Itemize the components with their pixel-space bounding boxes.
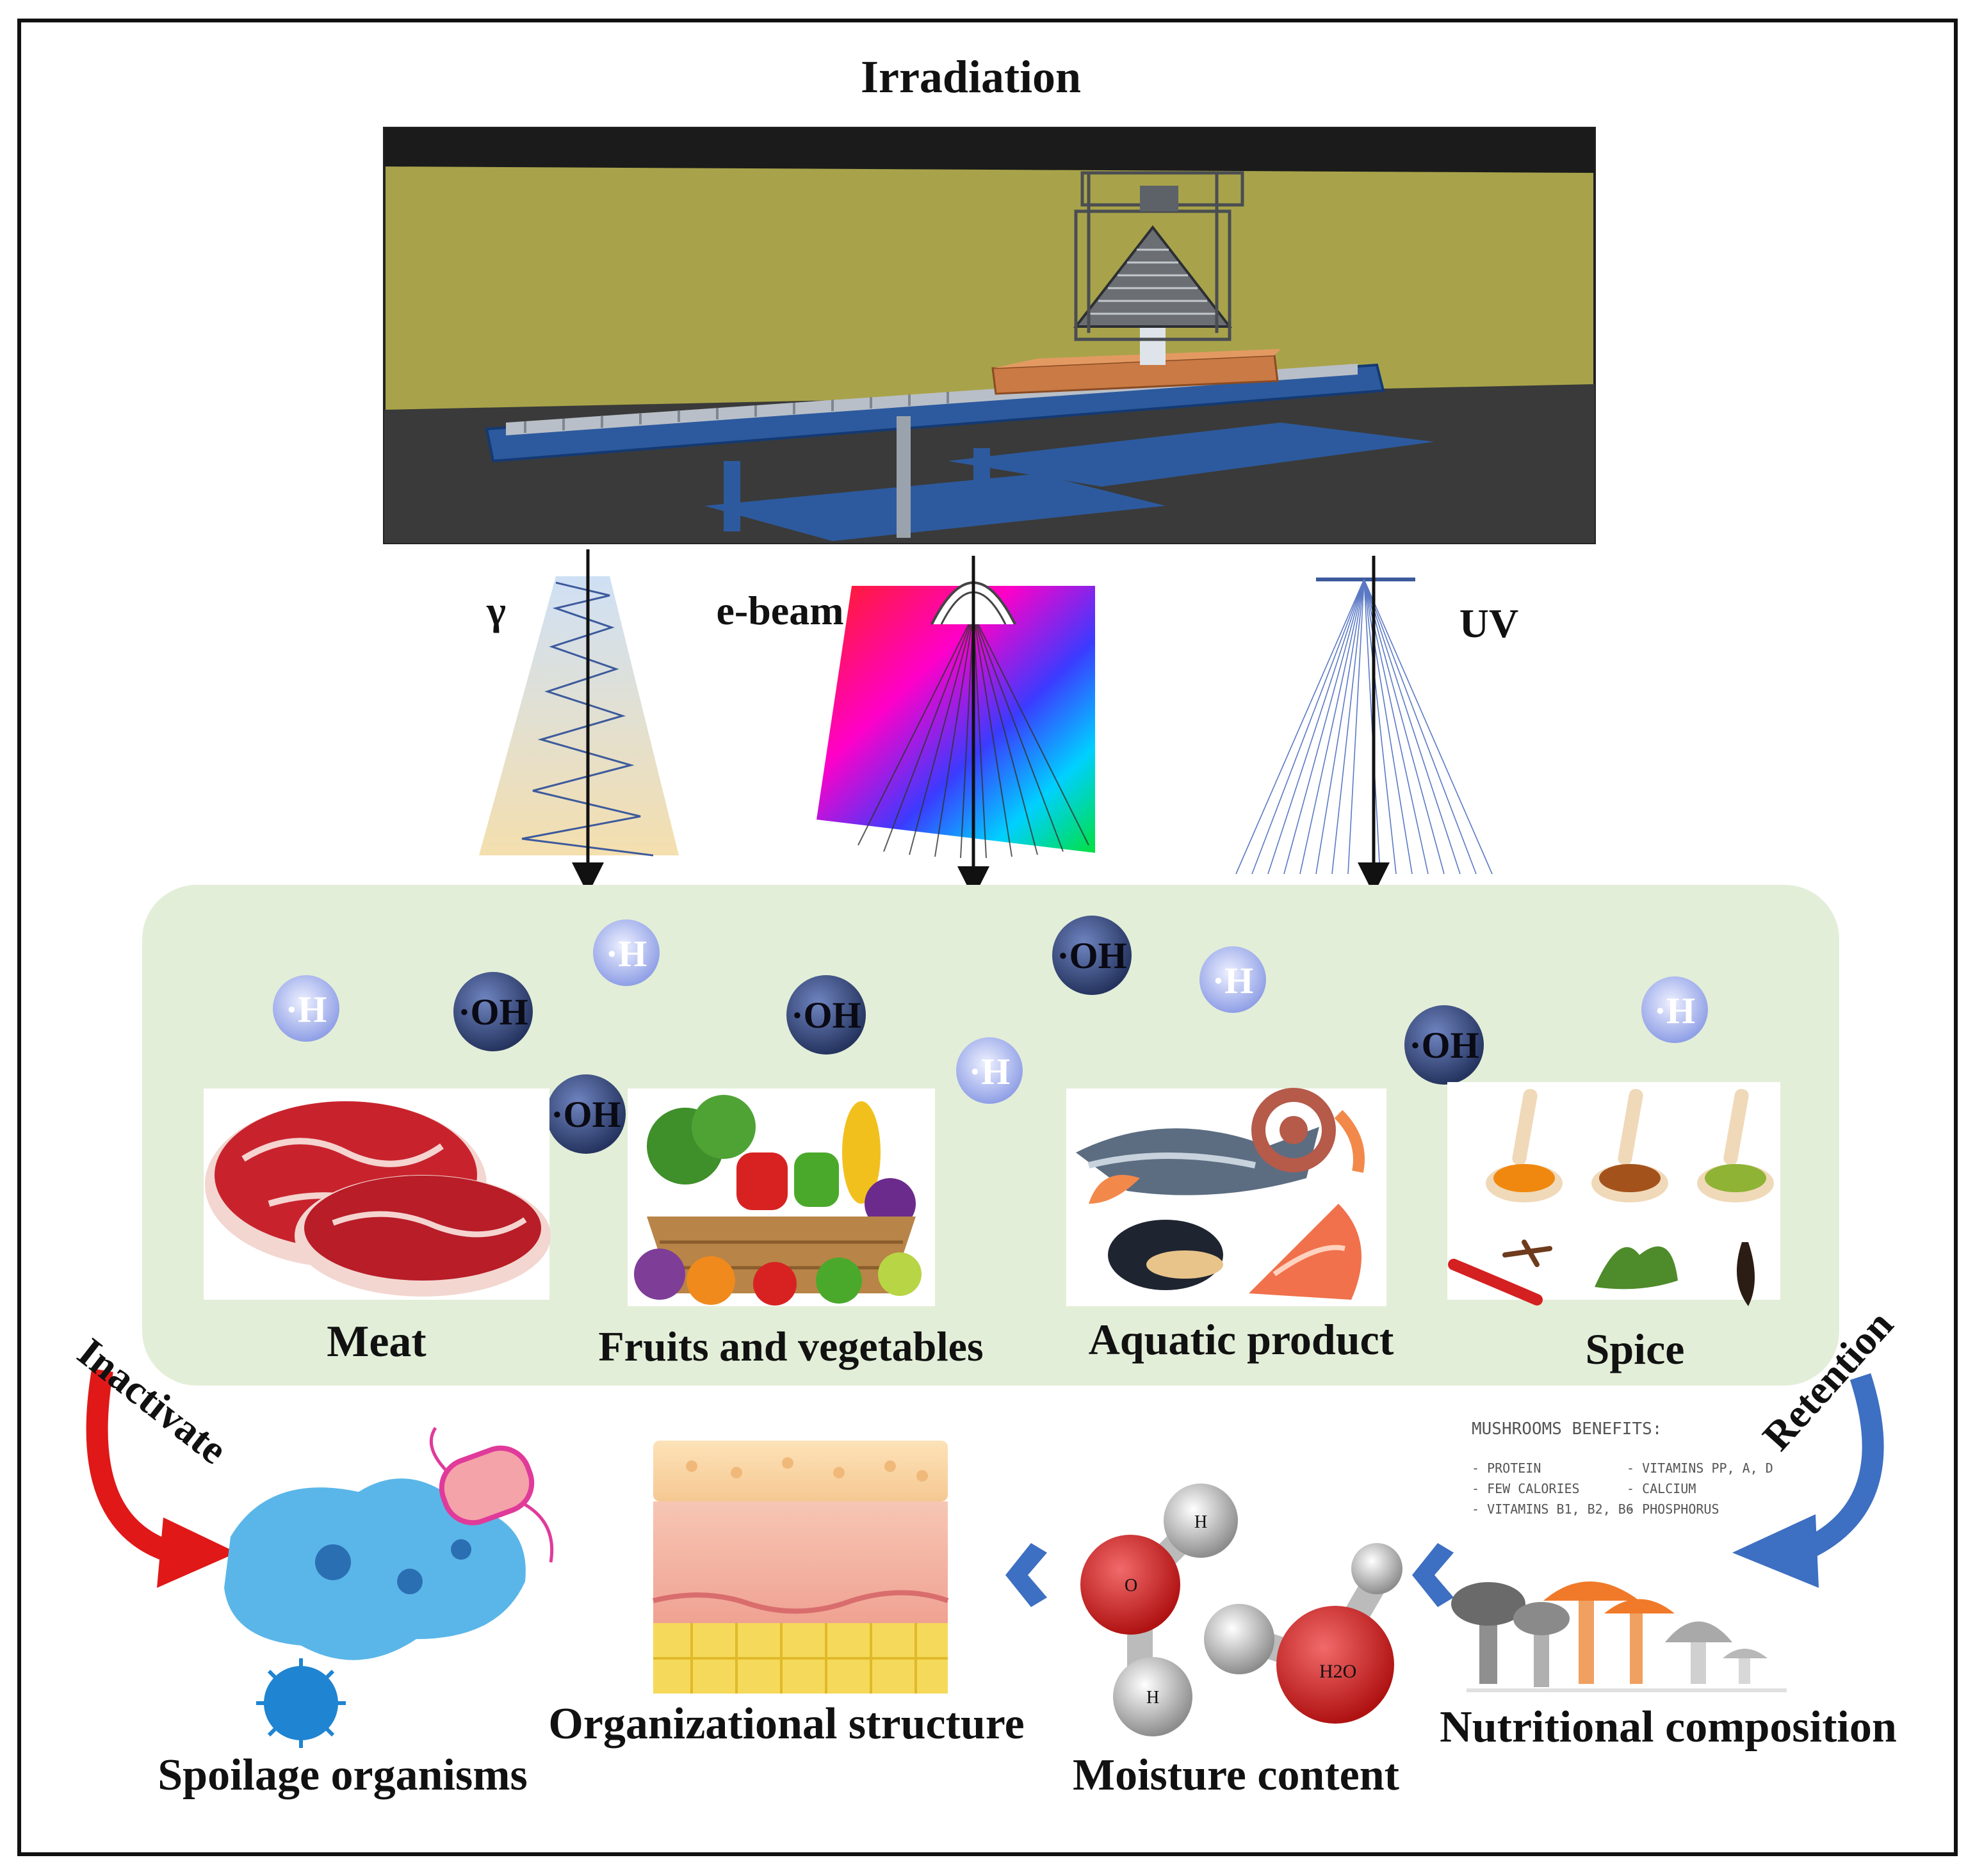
food-panel <box>142 885 1839 1386</box>
svg-text:- PHOSPHORUS: - PHOSPHORUS <box>1627 1501 1719 1517</box>
irradiation-facility-image <box>383 127 1596 544</box>
h-radical: ·H <box>1199 946 1266 1013</box>
svg-text:·H: ·H <box>286 989 327 1030</box>
svg-text:·OH: ·OH <box>791 994 861 1036</box>
svg-text:·OH: ·OH <box>551 1094 621 1135</box>
oh-radical: ·OH <box>546 1074 626 1154</box>
spoilage-organisms-image <box>224 1427 554 1748</box>
svg-text:- VITAMINS PP, A, D: - VITAMINS PP, A, D <box>1627 1460 1773 1476</box>
nutrition-card-heading: MUSHROOMS BENEFITS: <box>1472 1419 1662 1439</box>
moisture-content-label: Moisture content <box>1073 1751 1399 1800</box>
svg-text:- CALCIUM: - CALCIUM <box>1627 1481 1696 1496</box>
svg-text:·H: ·H <box>1212 960 1253 1001</box>
svg-text:O: O <box>1125 1576 1137 1596</box>
svg-text:- FEW CALORIES: - FEW CALORIES <box>1472 1481 1580 1496</box>
spoilage-organisms-label: Spoilage organisms <box>158 1751 528 1800</box>
diagram-title: Irradiation <box>861 51 1081 102</box>
svg-text:H2O: H2O <box>1319 1661 1356 1682</box>
aquatic-product-label: Aquatic product <box>1089 1315 1394 1364</box>
meat-label: Meat <box>327 1317 426 1366</box>
nutrition-card-image: MUSHROOMS BENEFITS: - PROTEIN - FEW CALO… <box>1451 1409 1787 1697</box>
aquatic-product-image <box>1066 1088 1386 1306</box>
ebeam-graphic <box>817 556 1095 898</box>
fruits-vegetables-label: Fruits and vegetables <box>598 1323 983 1370</box>
svg-text:- PROTEIN: - PROTEIN <box>1472 1460 1541 1476</box>
inactivate-arrow <box>86 1368 237 1588</box>
h-radical: ·H <box>593 919 660 986</box>
gamma-label: γ <box>486 588 506 633</box>
svg-text:·OH: ·OH <box>1057 935 1127 976</box>
svg-text:- VITAMINS B1, B2, B6: - VITAMINS B1, B2, B6 <box>1472 1501 1634 1517</box>
svg-text:·OH: ·OH <box>1409 1024 1479 1066</box>
meat-image <box>204 1088 551 1300</box>
h-radical: ·H <box>956 1037 1023 1104</box>
water-molecule-image: O H H H2O <box>1080 1484 1402 1736</box>
svg-text:H: H <box>1194 1512 1207 1532</box>
chevron-left-icon <box>1412 1543 1454 1607</box>
oh-radical: ·OH <box>786 975 866 1055</box>
oh-radical: ·OH <box>1052 916 1132 995</box>
oh-radical: ·OH <box>1404 1005 1484 1085</box>
outer-frame <box>17 19 1958 1856</box>
uv-label: UV <box>1459 601 1518 646</box>
retention-arrow <box>1732 1373 1884 1588</box>
uv-graphic <box>1235 556 1493 894</box>
svg-text:·H: ·H <box>1654 990 1695 1031</box>
svg-text:·H: ·H <box>606 933 647 974</box>
nutritional-composition-label: Nutritional composition <box>1440 1702 1897 1752</box>
fruits-vegetables-image <box>628 1088 935 1306</box>
chevron-left-icon <box>1005 1543 1047 1607</box>
h-radical: ·H <box>273 975 339 1042</box>
organizational-structure-label: Organizational structure <box>548 1699 1024 1749</box>
oh-radical: ·OH <box>453 972 533 1051</box>
svg-text:H: H <box>1146 1688 1159 1708</box>
spice-image <box>1447 1082 1780 1306</box>
svg-text:·H: ·H <box>969 1051 1010 1092</box>
organizational-structure-image <box>653 1441 949 1694</box>
ebeam-label: e-beam <box>716 588 843 633</box>
h-radical: ·H <box>1641 976 1708 1043</box>
spice-label: Spice <box>1586 1325 1685 1373</box>
svg-text:·OH: ·OH <box>458 991 528 1033</box>
gamma-ray-graphic <box>479 549 679 894</box>
